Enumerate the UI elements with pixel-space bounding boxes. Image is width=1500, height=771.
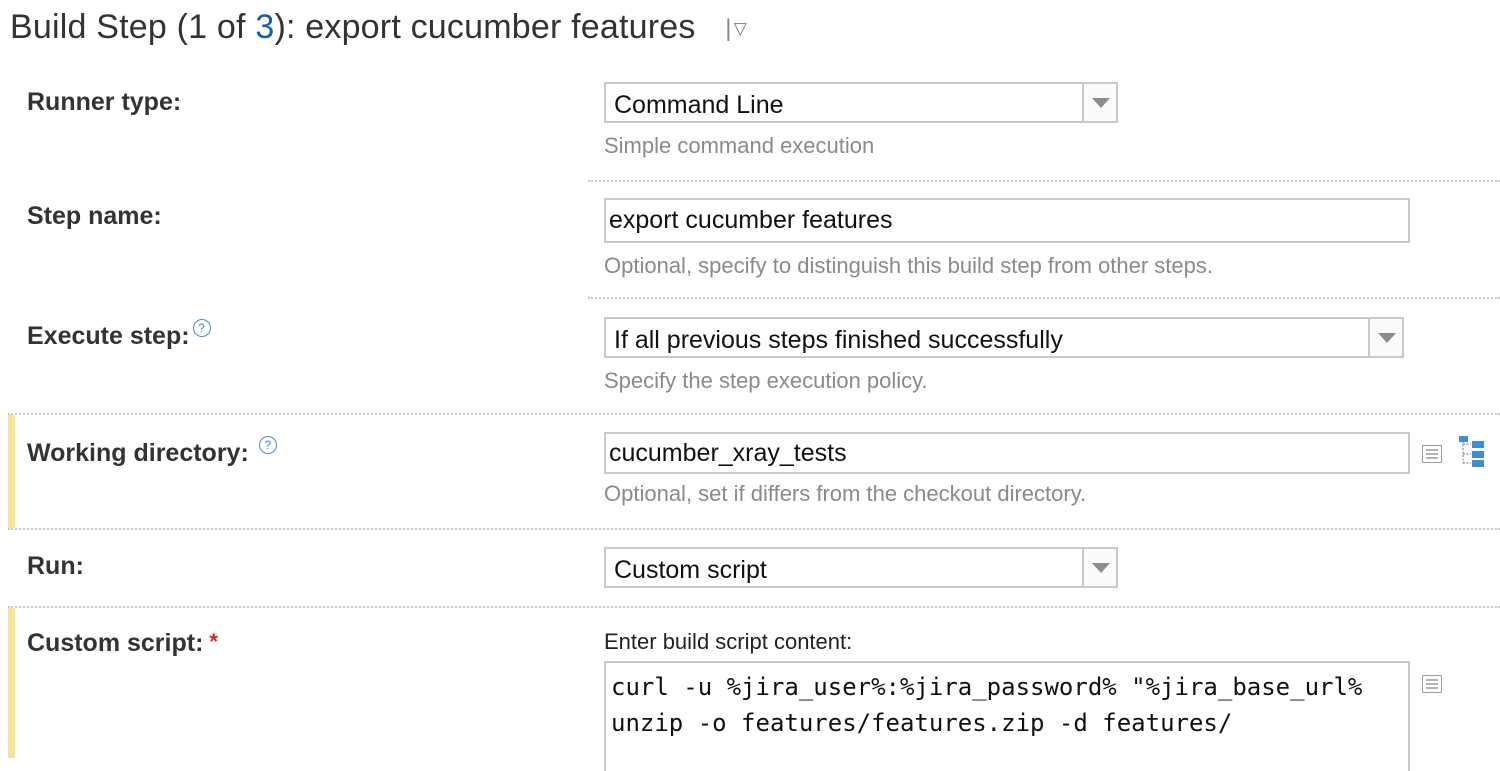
working-directory-label-text: Working directory: (27, 439, 249, 467)
working-directory-input[interactable] (604, 432, 1410, 474)
dropdown-arrow-icon[interactable] (1082, 84, 1116, 121)
run-select[interactable]: Custom script (604, 547, 1118, 588)
divider (8, 528, 1500, 530)
custom-script-row: Custom script:* Enter build script conte… (0, 608, 1500, 758)
run-label: Run: (27, 552, 84, 580)
text-list-icon[interactable] (1422, 675, 1442, 693)
execute-step-value: If all previous steps finished successfu… (614, 326, 1063, 354)
divider (8, 606, 1500, 608)
working-directory-label: Working directory:? (27, 436, 277, 468)
runner-type-hint: Simple command execution (604, 133, 875, 158)
execute-step-row: Execute step:? If all previous steps fin… (0, 299, 1500, 413)
execute-step-label-text: Execute step: (27, 322, 190, 350)
step-current: 1 (188, 8, 208, 46)
dropdown-arrow-icon[interactable] (1082, 549, 1116, 586)
execute-step-select[interactable]: If all previous steps finished successfu… (604, 317, 1404, 358)
help-icon[interactable]: ? (192, 319, 211, 337)
title-prefix: Build Step ( (10, 8, 189, 46)
script-line: unzip -o features/features.zip -d featur… (611, 709, 1233, 737)
step-name-hint: Optional, specify to distinguish this bu… (604, 253, 1213, 278)
help-icon[interactable]: ? (258, 436, 277, 454)
run-row: Run: Custom script (0, 530, 1500, 606)
runner-type-select[interactable]: Command Line (604, 82, 1118, 123)
custom-script-editor[interactable]: curl -u %jira_user%:%jira_password% "%ji… (604, 661, 1410, 771)
step-of: of (207, 8, 256, 46)
modified-row-marker (8, 415, 15, 528)
title-menu-triangle-icon[interactable]: ▽ (733, 19, 747, 38)
step-name-label: Step name: (27, 202, 162, 230)
execute-step-label: Execute step:? (27, 319, 211, 351)
modified-row-marker (8, 608, 15, 758)
custom-script-label: Custom script:* (27, 629, 218, 658)
execute-step-hint: Specify the step execution policy. (604, 368, 928, 393)
runner-type-row: Runner type: Command Line Simple command… (0, 80, 1500, 180)
required-mark: * (209, 629, 218, 654)
divider (8, 413, 1500, 415)
divider (588, 180, 1500, 182)
divider (588, 297, 1500, 299)
custom-script-label-text: Custom script: (27, 629, 204, 657)
title-separator: | (725, 15, 732, 42)
run-value: Custom script (614, 556, 767, 584)
directory-tree-icon[interactable] (1458, 435, 1486, 469)
script-content-label: Enter build script content: (604, 629, 853, 654)
working-directory-row: Working directory:? Optional, set if dif… (0, 415, 1500, 528)
step-name-row: Step name: Optional, specify to distingu… (0, 182, 1500, 297)
script-line: curl -u %jira_user%:%jira_password% "%ji… (611, 673, 1363, 701)
runner-type-value: Command Line (614, 91, 784, 119)
step-total-link[interactable]: 3 (255, 8, 275, 46)
title-suffix: ): export cucumber features (274, 8, 696, 46)
page-title: Build Step (1 of 3): export cucumber fea… (10, 8, 747, 47)
step-name-input[interactable] (604, 198, 1410, 243)
dropdown-arrow-icon[interactable] (1368, 319, 1402, 356)
working-directory-hint: Optional, set if differs from the checko… (604, 481, 1087, 506)
text-list-icon[interactable] (1422, 445, 1442, 463)
runner-type-label: Runner type: (27, 88, 182, 116)
